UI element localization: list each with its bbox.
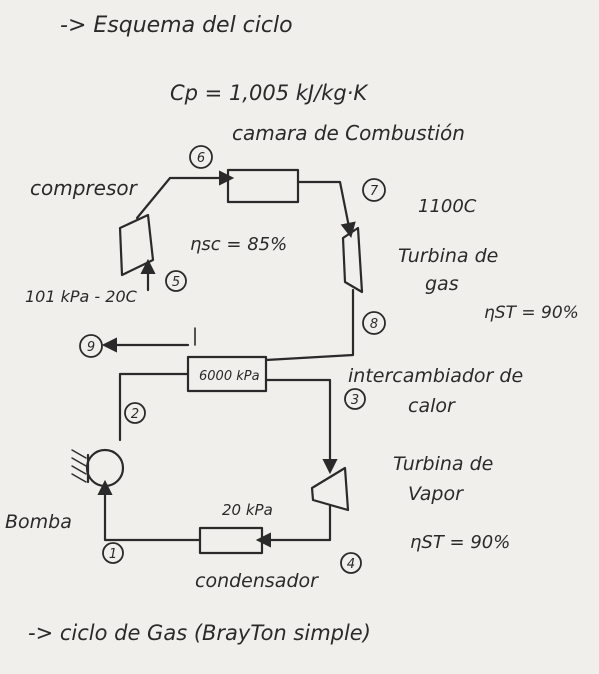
line-chamber-to-turbine (296, 180, 356, 239)
state-6: 6 (197, 151, 205, 166)
exchanger-label-1: intercambiador de (348, 365, 523, 387)
condenser-label: condensador (195, 570, 319, 592)
combustion-chamber-box (226, 168, 300, 204)
heading: -> Esquema del ciclo (60, 13, 293, 38)
gas-turbine-efficiency: ηST = 90% (484, 303, 579, 323)
inlet-conditions: 101 kPa - 20C (25, 287, 138, 306)
state-5-circle (165, 270, 187, 292)
state-6-circle (189, 145, 213, 169)
state-9: 9 (87, 340, 95, 355)
compressor-label: compresor (30, 176, 139, 200)
state-3: 3 (351, 393, 359, 408)
state-8-circle (362, 311, 386, 335)
state-5: 5 (172, 275, 180, 290)
compressor-efficiency: ηsc = 85% (190, 234, 287, 255)
cp-value: Cp = 1,005 kJ/kg·K (170, 81, 369, 105)
exchanger-label-2: calor (408, 395, 456, 417)
line-condenser-to-pump (97, 479, 202, 542)
steam-turbine-shape (310, 466, 350, 512)
state-9-circle (79, 334, 103, 358)
exchanger-pressure: 6000 kPa (199, 369, 260, 384)
state-1: 1 (109, 547, 117, 562)
pump-circle (85, 448, 125, 488)
gas-turbine-label-2: gas (425, 273, 459, 295)
state-4-circle (340, 552, 362, 574)
state-4: 4 (347, 557, 355, 572)
gas-turbine-label-1: Turbina de (398, 245, 498, 267)
gas-turbine-shape (341, 226, 364, 294)
turbine-inlet-temp: 1100C (418, 196, 477, 217)
combustion-chamber-label: camara de Combustión (232, 121, 465, 145)
state-2: 2 (131, 407, 139, 422)
state-1-circle (102, 542, 124, 564)
steam-turbine-efficiency: ηST = 90% (410, 532, 510, 553)
line-exchanger-to-steam-turbine (264, 378, 338, 475)
line-exchanger-to-pump (118, 372, 190, 442)
line-compressor-to-chamber (135, 170, 235, 220)
pump-label: Bomba (5, 511, 72, 533)
state-3-circle (344, 388, 366, 410)
steam-turbine-label-2: Vapor (408, 483, 464, 505)
state-7-circle (362, 178, 386, 202)
state-2-circle (124, 402, 146, 424)
pump-hatch (71, 449, 87, 483)
line-turbine-to-condenser (255, 503, 332, 548)
steam-turbine-label-1: Turbina de (393, 453, 493, 475)
state-8: 8 (370, 317, 378, 332)
line-turbine-to-exchanger (264, 288, 355, 362)
state-7: 7 (370, 184, 379, 199)
condenser-box (198, 526, 264, 555)
footer-note: -> ciclo de Gas (BrayTon simple) (28, 621, 371, 645)
condenser-pressure: 20 kPa (222, 501, 273, 519)
